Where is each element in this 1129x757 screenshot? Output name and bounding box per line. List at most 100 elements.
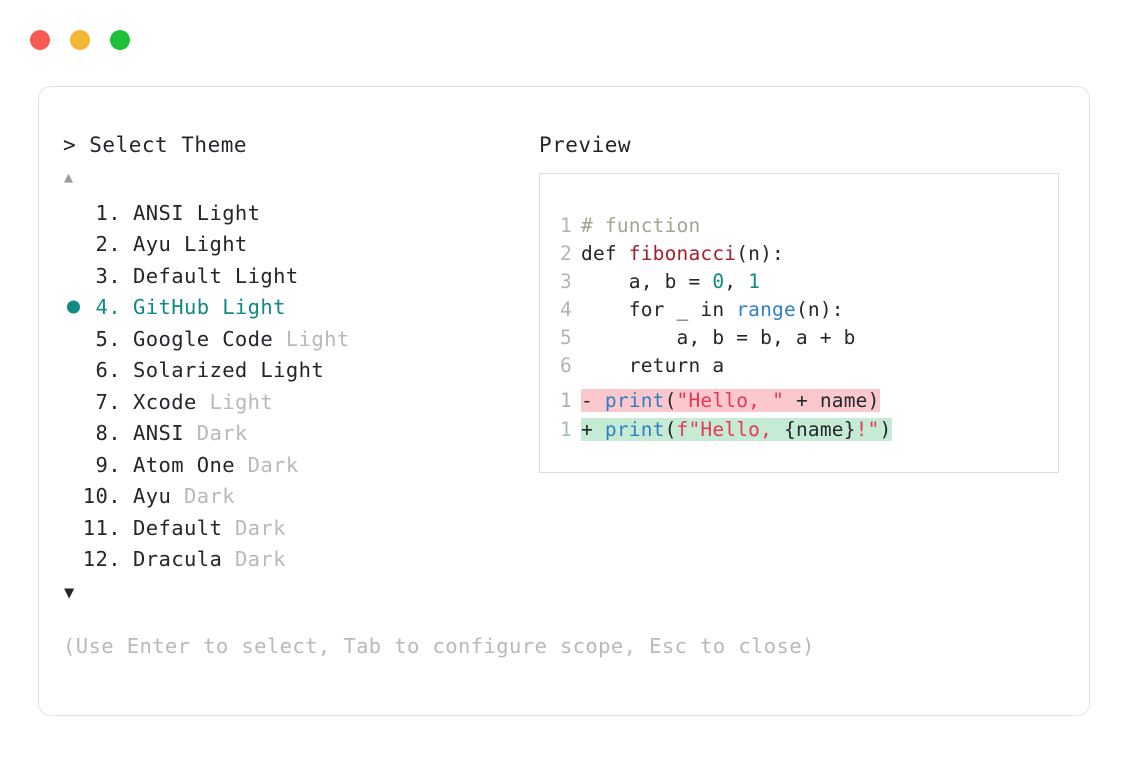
line-number: 1 [560, 214, 572, 237]
theme-item-variant: Dark [222, 515, 286, 540]
theme-item-variant: Dark [234, 452, 299, 477]
theme-item-name: GitHub Light [133, 295, 286, 320]
diff-deletion: - print("Hello, " + name) [581, 389, 880, 412]
theme-item-name: ANSI Light [133, 200, 261, 225]
code-token: range [736, 298, 796, 321]
line-number: 1 [560, 418, 572, 441]
maximize-icon[interactable] [110, 30, 130, 50]
code-line: 2 def fibonacci(n): [558, 240, 856, 268]
theme-item-number: 12. [82, 547, 121, 572]
theme-list-item[interactable]: 8. ANSI Dark [63, 418, 503, 450]
line-number: 3 [560, 270, 572, 293]
diff-addition: + print(f"Hello, {name}!") [581, 418, 892, 441]
theme-list-item[interactable]: 4. GitHub Light [63, 292, 503, 324]
theme-item-variant: Dark [183, 421, 248, 446]
line-number: 2 [560, 242, 572, 265]
code-token: # function [581, 214, 701, 237]
code-token: (n): [736, 242, 784, 265]
code-token: a, b = b, a + b [581, 326, 856, 349]
theme-item-name: Ayu [133, 484, 172, 509]
theme-item-number: 11. [82, 515, 121, 540]
code-line: 6 return a [558, 352, 856, 380]
line-number: 1 [560, 389, 572, 412]
code-token: f"Hello, [676, 418, 785, 441]
theme-list-item[interactable]: 9. Atom One Dark [63, 449, 503, 481]
code-token: (n): [795, 298, 844, 321]
code-token: {name} [784, 418, 856, 441]
code-line: 4 for _ in range(n): [558, 296, 856, 324]
code-token: ( [664, 389, 677, 412]
diff-line: 1 + print(f"Hello, {name}!") [558, 415, 892, 444]
scroll-down-arrow-icon[interactable]: ▼ [64, 583, 75, 603]
line-number: 5 [560, 326, 572, 349]
code-token: , [724, 270, 749, 293]
code-token: fibonacci [628, 242, 737, 265]
page-title: > Select Theme [63, 133, 248, 157]
code-token: a, b = [581, 270, 713, 293]
code-token: 1 [748, 270, 761, 293]
theme-item-number: 2. [95, 232, 121, 257]
diff-preview: 1- print("Hello, " + name)1+ print(f"Hel… [558, 386, 892, 444]
window-traffic-lights [30, 30, 130, 50]
theme-item-number: 6. [95, 358, 121, 383]
theme-list-item[interactable]: 10. Ayu Dark [63, 481, 503, 513]
theme-item-name: Dracula [133, 547, 223, 572]
theme-item-number: 8. [95, 421, 121, 446]
theme-list-item[interactable]: 12. Dracula Dark [63, 544, 503, 576]
theme-item-variant: Light [196, 389, 274, 414]
line-number: 4 [560, 298, 572, 321]
theme-item-variant: Dark [222, 547, 286, 572]
theme-item-variant: Light [273, 326, 350, 351]
theme-list-item[interactable]: 7. Xcode Light [63, 386, 503, 418]
theme-list-item[interactable]: 6.Solarized Light [63, 355, 503, 387]
theme-item-number: 9. [95, 452, 121, 477]
code-line: 5 a, b = b, a + b [558, 324, 856, 352]
code-line: 1 # function [558, 212, 856, 240]
code-token: print [604, 389, 665, 412]
close-icon[interactable] [30, 30, 50, 50]
code-token: ) [879, 418, 892, 441]
code-token: def [581, 242, 629, 265]
minimize-icon[interactable] [70, 30, 90, 50]
theme-item-number: 10. [82, 484, 121, 509]
code-token: 0 [712, 270, 725, 293]
theme-item-number: 5. [95, 326, 121, 351]
code-token: for _ in [581, 298, 737, 321]
theme-list-item[interactable]: 1.ANSI Light [63, 197, 503, 229]
theme-item-variant: Dark [171, 484, 235, 509]
code-token: "Hello, " [676, 389, 785, 412]
line-number: 6 [560, 354, 572, 377]
theme-item-name: Ayu Light [133, 232, 248, 257]
code-token: ( [664, 418, 677, 441]
code-token: !" [855, 418, 880, 441]
theme-item-name: Google Code [133, 326, 274, 351]
theme-list-item[interactable]: 5. Google Code Light [63, 323, 503, 355]
code-token: print [604, 418, 665, 441]
code-token: + name) [784, 389, 880, 412]
theme-item-name: Xcode [133, 389, 197, 414]
selected-bullet-icon [67, 300, 80, 314]
code-line: 3 a, b = 0, 1 [558, 268, 856, 296]
theme-item-name: Default [133, 515, 223, 540]
code-token: return a [581, 354, 725, 377]
preview-label: Preview [539, 133, 632, 157]
diff-sign: + [581, 418, 605, 441]
theme-list-item[interactable]: 2. Ayu Light [63, 229, 503, 261]
theme-item-number: 4. [95, 295, 121, 320]
theme-item-name: Default Light [133, 263, 299, 288]
theme-list-item[interactable]: 3. Default Light [63, 260, 503, 292]
diff-sign: - [581, 389, 605, 412]
theme-item-number: 3. [95, 263, 121, 288]
theme-item-name: ANSI [133, 421, 184, 446]
diff-line: 1- print("Hello, " + name) [558, 386, 892, 415]
theme-item-number: 7. [95, 389, 121, 414]
keyboard-hint: (Use Enter to select, Tab to configure s… [63, 634, 815, 658]
theme-list-item[interactable]: 11. Default Dark [63, 512, 503, 544]
scroll-up-arrow-icon[interactable]: ▲ [64, 168, 74, 186]
theme-item-name: Atom One [133, 452, 235, 477]
